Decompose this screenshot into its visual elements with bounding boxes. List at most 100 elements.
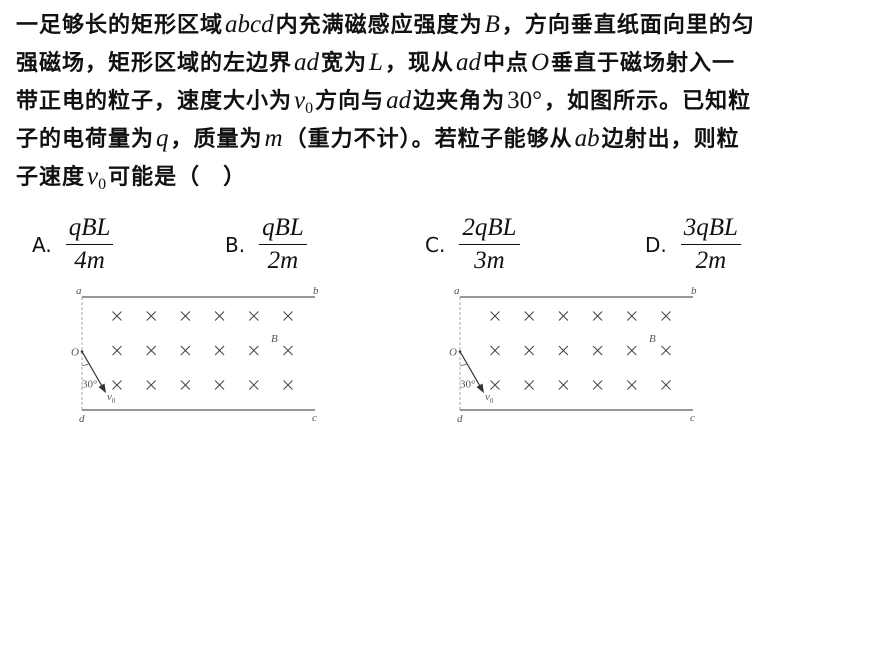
cross-stroke xyxy=(524,380,535,390)
origin-label-o: O xyxy=(71,347,79,359)
math-subscript: 0 xyxy=(98,176,107,193)
field-cross-icon xyxy=(661,345,671,356)
corner-label-c: c xyxy=(312,412,317,424)
field-cross-icon xyxy=(112,311,122,321)
velocity-symbol: v xyxy=(485,391,490,403)
numerator: qBL xyxy=(259,214,307,245)
corner-label-d: d xyxy=(457,413,463,425)
math-symbol: B xyxy=(484,11,500,38)
field-cross-icon xyxy=(661,380,671,390)
math-base: v xyxy=(87,163,99,190)
fraction: qBL 2m xyxy=(259,214,307,275)
denominator: 4m xyxy=(74,246,105,274)
fraction: qBL 4m xyxy=(65,214,114,275)
field-cross-icon xyxy=(180,311,191,321)
cross-stroke xyxy=(180,345,191,356)
field-cross-icon xyxy=(248,311,259,321)
cross-stroke xyxy=(214,311,225,321)
corner-label-b: b xyxy=(313,285,319,297)
velocity-subscript: 0 xyxy=(490,397,494,405)
cross-stroke xyxy=(283,311,293,321)
question-line: 子的电荷量为q，质量为m（重力不计）。若粒子能够从ab边射出，则粒 xyxy=(16,120,886,158)
text-segment: ，方向垂直纸面向里的匀 xyxy=(501,12,755,38)
cross-stroke xyxy=(558,311,569,321)
angle-arc xyxy=(459,363,468,366)
math-base: v xyxy=(294,87,306,114)
cross-stroke xyxy=(592,311,603,321)
cross-stroke xyxy=(524,345,535,356)
math-symbol: v0 xyxy=(85,163,108,193)
text-segment: ，质量为 xyxy=(170,126,263,152)
answer-options: A. qBL 4m B. qBL 2m C. 2qBL 3m D. 3qBL 2… xyxy=(0,212,893,276)
math-symbol: abcd xyxy=(225,11,274,38)
field-cross-icon xyxy=(626,345,637,356)
cross-stroke xyxy=(248,311,259,321)
field-cross-icon xyxy=(214,380,225,390)
text-segment: ，如图所示。已知粒 xyxy=(544,88,752,114)
field-cross-icon xyxy=(180,345,191,356)
text-segment: 宽为 xyxy=(321,50,368,76)
math-symbol: ad xyxy=(294,49,320,76)
field-cross-icon xyxy=(146,345,157,356)
field-cross-icon xyxy=(524,345,535,356)
cross-stroke xyxy=(112,380,122,390)
field-label-b: B xyxy=(649,333,656,345)
text-segment: 可能是（ ） xyxy=(108,164,247,190)
math-symbol: ab xyxy=(574,125,600,152)
cross-stroke xyxy=(490,345,500,356)
cross-stroke xyxy=(214,345,225,356)
cross-stroke xyxy=(558,380,569,390)
numerator: qBL xyxy=(65,214,114,245)
cross-stroke xyxy=(146,345,157,356)
cross-stroke xyxy=(248,345,259,356)
math-symbol: ad xyxy=(455,49,481,76)
velocity-arrow-shaft xyxy=(81,351,105,390)
field-cross-icon xyxy=(490,380,500,390)
field-cross-icon xyxy=(592,380,603,390)
option-letter: B. xyxy=(225,233,246,257)
cross-stroke xyxy=(626,380,637,390)
cross-stroke xyxy=(592,345,603,356)
corner-label-c: c xyxy=(690,412,695,424)
field-cross-icon xyxy=(592,345,603,356)
option-b[interactable]: B. qBL 2m xyxy=(225,212,307,276)
velocity-label: v0 xyxy=(107,391,116,405)
text-segment: 垂直于磁场射入一 xyxy=(551,50,736,76)
text-segment: 带正电的粒子，速度大小为 xyxy=(16,88,293,114)
field-cross-icon xyxy=(146,380,157,390)
field-cross-icon xyxy=(180,380,191,390)
cross-stroke xyxy=(283,380,293,390)
corner-label-a: a xyxy=(76,285,82,297)
velocity-symbol: v xyxy=(107,391,112,403)
field-cross-icon xyxy=(283,380,293,390)
velocity-arrow-shaft xyxy=(459,351,483,390)
cross-stroke xyxy=(490,380,500,390)
field-cross-icon xyxy=(558,380,569,390)
fraction: 2qBL 3m xyxy=(459,214,520,275)
cross-stroke xyxy=(180,311,191,321)
cross-stroke xyxy=(661,345,671,356)
question-line: 强磁场，矩形区域的左边界ad宽为L，现从ad中点O垂直于磁场射入一 xyxy=(16,44,886,82)
field-cross-icon xyxy=(248,345,259,356)
field-cross-icon xyxy=(214,311,225,321)
option-d[interactable]: D. 3qBL 2m xyxy=(645,212,741,276)
field-label-b: B xyxy=(271,333,278,345)
option-c[interactable]: C. 2qBL 3m xyxy=(425,212,520,276)
option-a[interactable]: A. qBL 4m xyxy=(32,212,114,276)
field-cross-icon xyxy=(283,345,293,356)
math-symbol: m xyxy=(264,125,283,152)
field-cross-icon xyxy=(524,311,535,321)
text-segment: 子的电荷量为 xyxy=(16,126,155,152)
denominator: 2m xyxy=(267,246,299,274)
cross-stroke xyxy=(214,380,225,390)
cross-stroke xyxy=(626,311,637,321)
cross-stroke xyxy=(558,345,569,356)
field-cross-icon xyxy=(214,345,225,356)
text-segment: 强磁场，矩形区域的左边界 xyxy=(16,50,293,76)
field-cross-icon xyxy=(248,380,259,390)
field-cross-icon xyxy=(592,311,603,321)
cross-stroke xyxy=(112,311,122,321)
